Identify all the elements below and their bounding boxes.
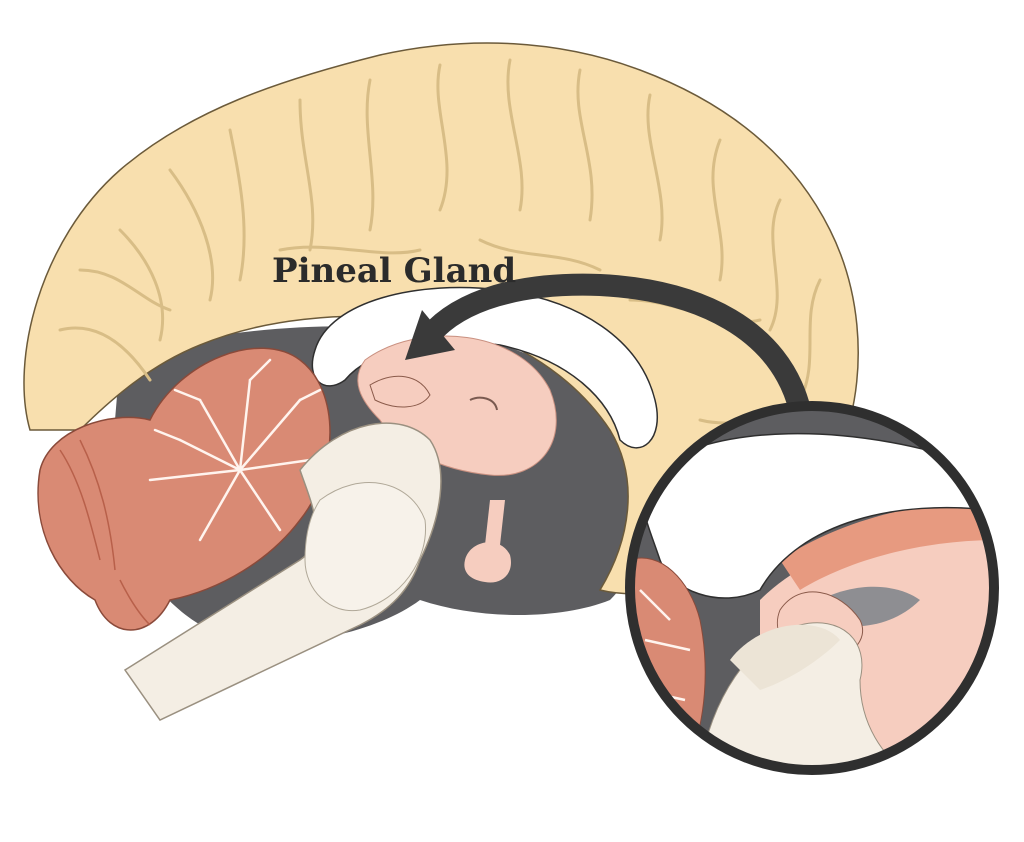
corpus-callosum	[311, 286, 658, 449]
inset-corpus-callosum	[639, 433, 991, 599]
pineal-gland-main	[369, 375, 431, 408]
cerebellum-folia	[148, 358, 322, 542]
cerebellum-lobule-lines	[59, 439, 151, 626]
pituitary	[464, 542, 511, 583]
pons	[304, 482, 427, 612]
inset-stria	[780, 500, 994, 590]
inset-tectum	[730, 624, 840, 690]
cerebellum	[37, 347, 331, 631]
pituitary-stalk	[485, 500, 505, 545]
pointer-arrow	[421, 273, 811, 413]
zoom-inset	[625, 401, 999, 775]
pineal-gland-label: Pineal Gland	[272, 251, 516, 291]
zoom-ring	[625, 401, 999, 775]
thalamus-detail	[469, 396, 498, 411]
arrow-head	[405, 310, 455, 360]
